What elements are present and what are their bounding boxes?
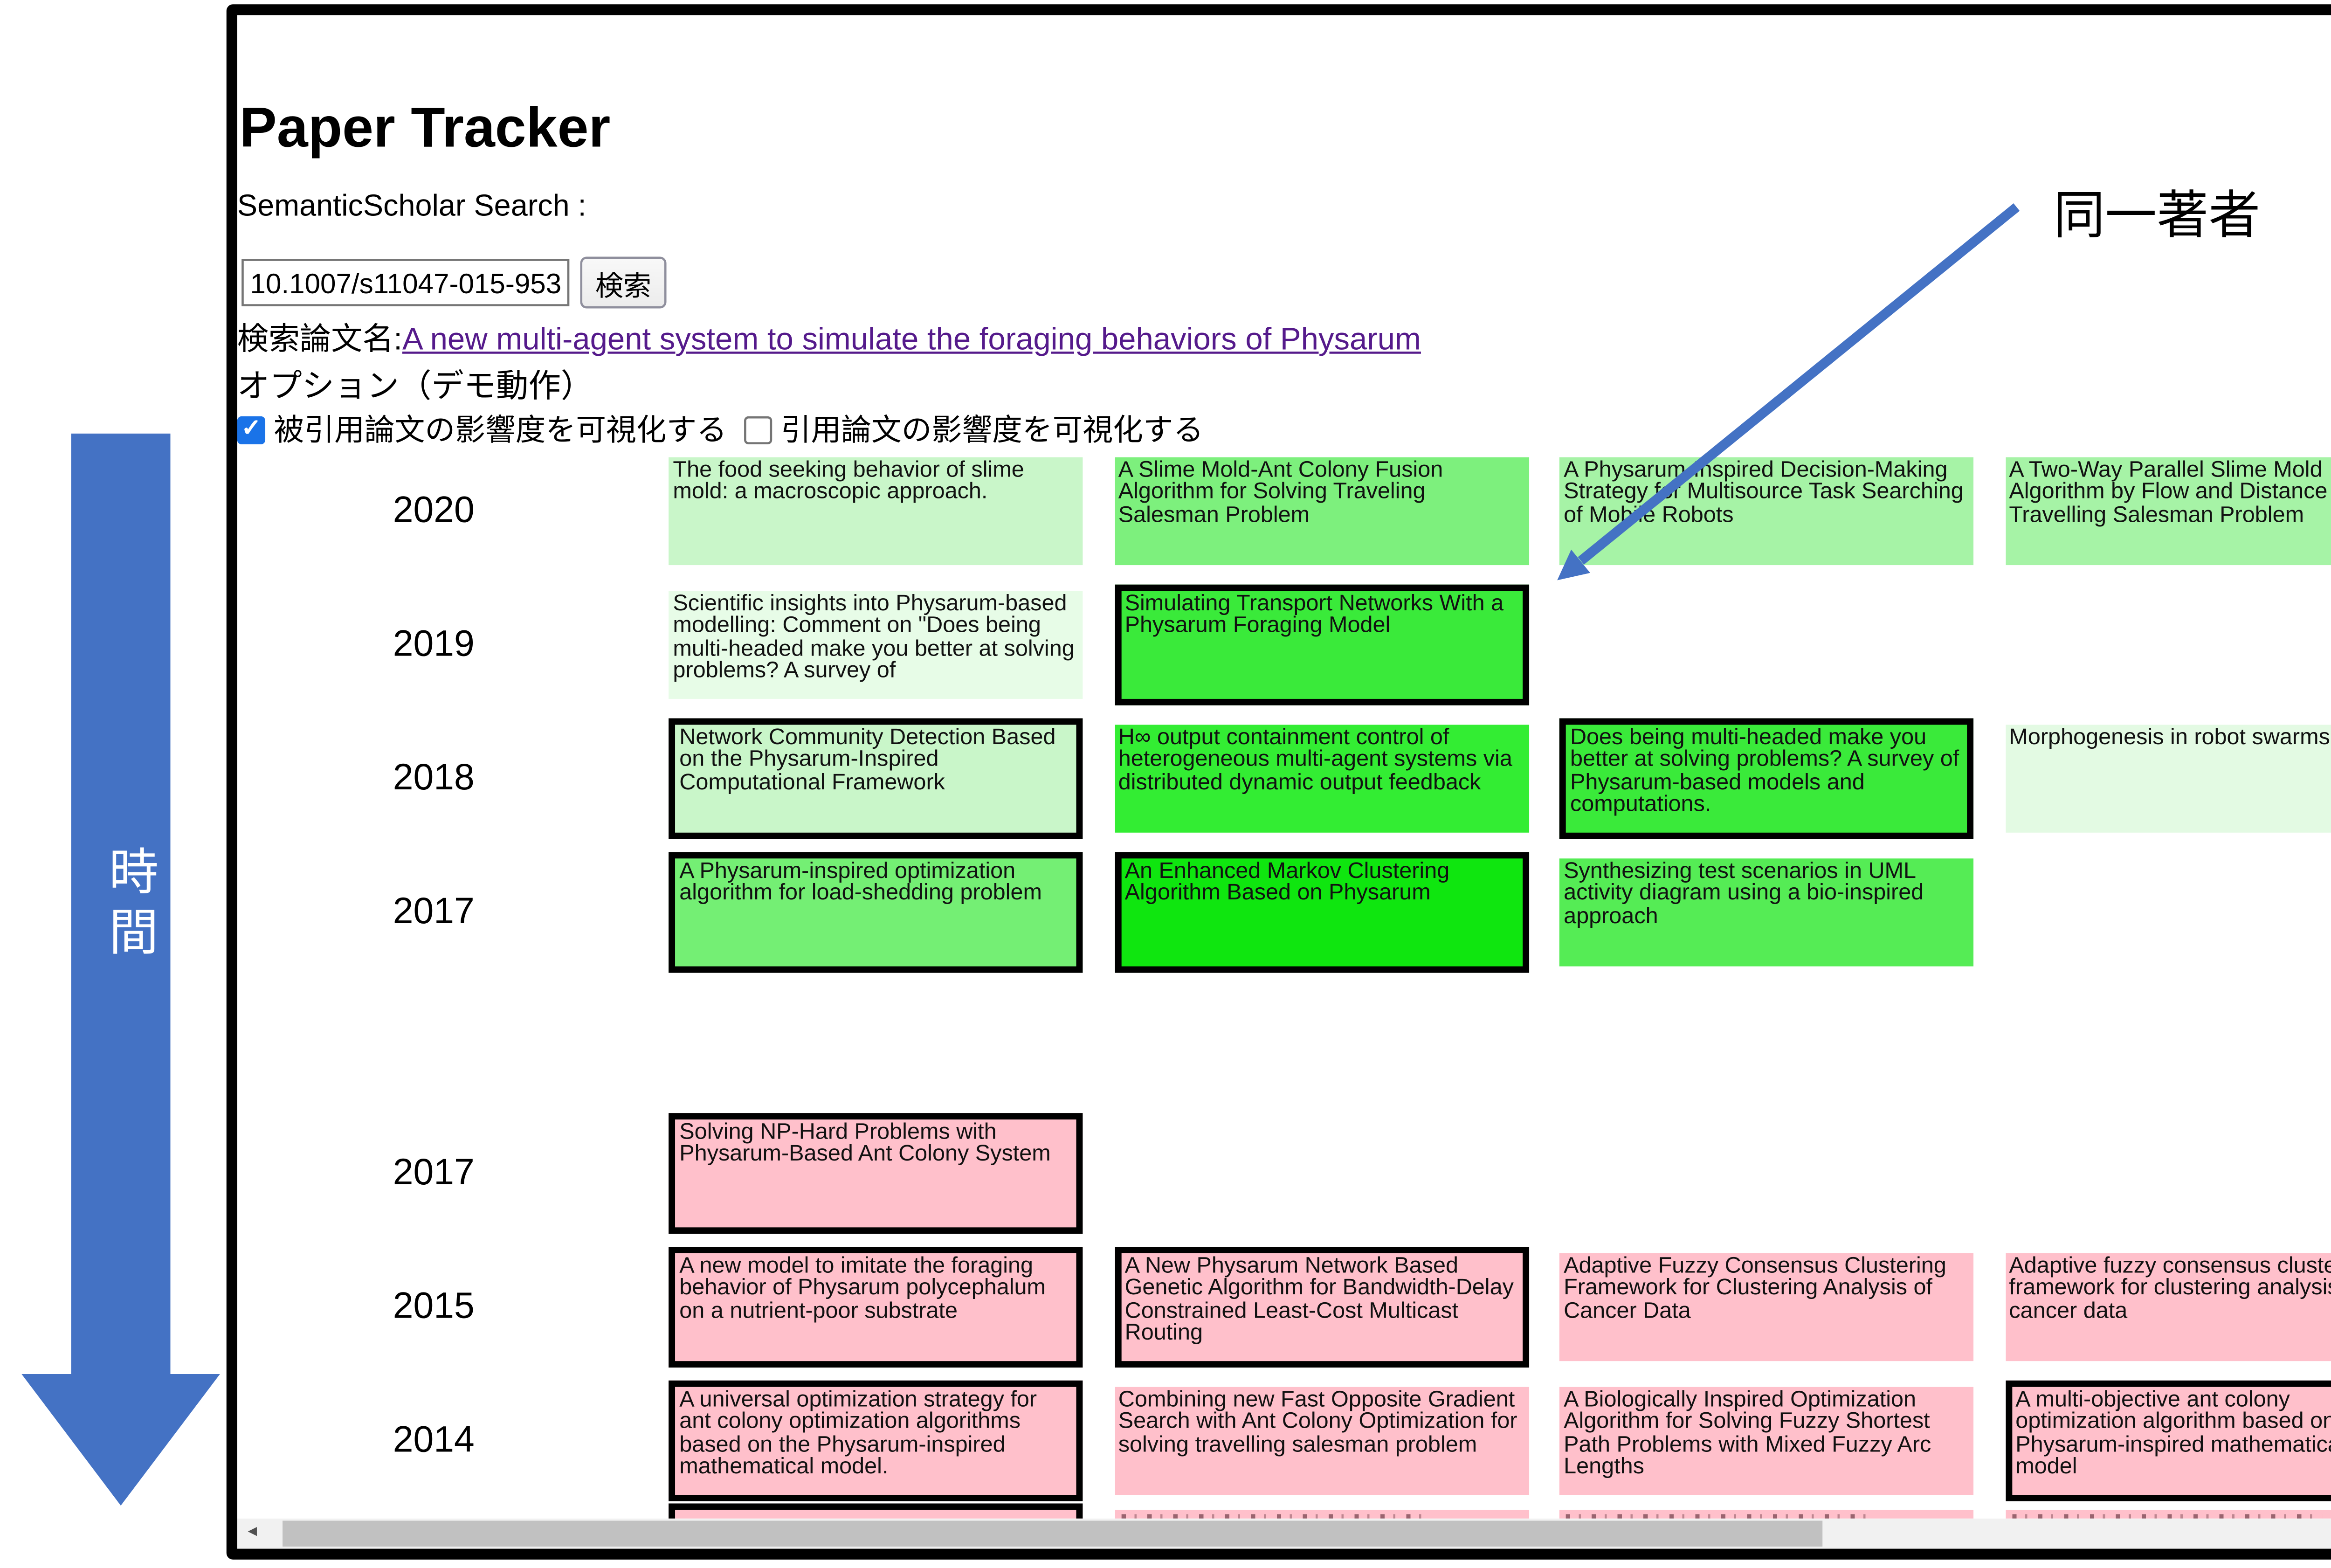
paper-box[interactable]: H∞ output containment control of heterog…	[1114, 725, 1528, 833]
paper-box[interactable]	[669, 1503, 1083, 1519]
paper-box[interactable]	[1559, 1510, 1974, 1519]
paper-box[interactable]: Synthesizing test scenarios in UML activ…	[1559, 858, 1974, 967]
paper-title: A Slime Mold-Ant Colony Fusion Algorithm…	[1118, 457, 1443, 528]
paper-box[interactable]	[2005, 1510, 2331, 1519]
paper-title: H∞ output containment control of heterog…	[1118, 725, 1512, 796]
paper-box[interactable]: A Physarum-inspired optimization algorit…	[669, 852, 1083, 973]
year-label: 2020	[393, 490, 475, 531]
search-bar: 検索	[241, 256, 667, 309]
paper-title: An Enhanced Markov Clustering Algorithm …	[1124, 858, 1450, 907]
paper-box[interactable]: Morphogenesis in robot swarms	[2005, 725, 2331, 833]
year-label: 2017	[393, 1152, 475, 1193]
paper-title: The food seeking behavior of slime mold:…	[673, 457, 1024, 506]
paper-box[interactable]: A New Physarum Network Based Genetic Alg…	[1114, 1247, 1528, 1368]
timeline-row-2020: 2020 The food seeking behavior of slime m…	[0, 457, 2331, 566]
timeline: 2020 The food seeking behavior of slime m…	[0, 457, 2331, 1519]
checkbox-cited-influence[interactable]: ✓	[237, 415, 266, 443]
checkbox-cited-influence-label: 被引用論文の影響度を可視化する	[274, 412, 727, 447]
timeline-row-2015: 2015 A new model to imitate the foraging …	[0, 1247, 2331, 1368]
checkbox-citing-influence[interactable]	[744, 415, 772, 443]
paper-box[interactable]: A Two-Way Parallel Slime Mold Algorithm …	[2005, 457, 2331, 566]
paper-box[interactable]: Combining new Fast Opposite Gradient Sea…	[1114, 1387, 1528, 1495]
horizontal-scroll-thumb[interactable]	[283, 1520, 1823, 1547]
paper-box[interactable]: Adaptive fuzzy consensus clustering fram…	[2005, 1253, 2331, 1361]
paper-title: A new model to imitate the foraging beha…	[679, 1253, 1046, 1324]
paper-box[interactable]: A Slime Mold-Ant Colony Fusion Algorithm…	[1114, 457, 1528, 566]
paper-box[interactable]: Adaptive Fuzzy Consensus Clustering Fram…	[1559, 1253, 1974, 1361]
year-label: 2014	[393, 1419, 475, 1461]
search-input[interactable]	[241, 259, 570, 306]
options-checkboxes: ✓ 被引用論文の影響度を可視化する 引用論文の影響度を可視化する	[237, 408, 1204, 451]
paper-title: A Biologically Inspired Optimization Alg…	[1564, 1387, 1931, 1480]
timeline-row-2017: 2017 A Physarum-inspired optimization alg…	[0, 852, 2331, 973]
paper-title: A Physarum-inspired optimization algorit…	[679, 858, 1042, 907]
paper-title: Simulating Transport Networks With a Phy…	[1124, 591, 1504, 640]
paper-title: A multi-objective ant colony optimizatio…	[2015, 1387, 2331, 1480]
paper-title: Combining new Fast Opposite Gradient Sea…	[1118, 1387, 1517, 1458]
result-paper-link[interactable]: A new multi-agent system to simulate the…	[402, 323, 1421, 358]
paper-title: A universal optimization strategy for an…	[679, 1387, 1037, 1480]
paper-box[interactable]: The food seeking behavior of slime mold:…	[669, 457, 1083, 566]
timeline-row-2018: 2018 Network Community Detection Based on…	[0, 718, 2331, 839]
timeline-row-2014: 2014 A universal optimization strategy fo…	[0, 1380, 2331, 1501]
paper-box[interactable]: A Biologically Inspired Optimization Alg…	[1559, 1387, 1974, 1495]
paper-title: Adaptive Fuzzy Consensus Clustering Fram…	[1564, 1253, 1946, 1324]
same-author-annotation: 同一著者	[2053, 187, 2261, 246]
year-label: 2018	[393, 757, 475, 798]
paper-box[interactable]: Scientific insights into Physarum-based …	[669, 591, 1083, 699]
paper-title: A Physarum-Inspired Decision-Making Stra…	[1564, 457, 1964, 528]
paper-title: Morphogenesis in robot swarms	[2009, 725, 2330, 751]
year-label: 2015	[393, 1285, 475, 1327]
paper-title: Does being multi-headed make you better …	[1570, 725, 1959, 818]
year-label: 2019	[393, 623, 475, 664]
paper-box[interactable]: An Enhanced Markov Clustering Algorithm …	[1114, 852, 1528, 973]
paper-box[interactable]: A multi-objective ant colony optimizatio…	[2005, 1380, 2331, 1501]
paper-box[interactable]: Network Community Detection Based on the…	[669, 718, 1083, 839]
paper-title: Synthesizing test scenarios in UML activ…	[1564, 858, 1924, 930]
paper-title: Network Community Detection Based on the…	[679, 725, 1056, 796]
paper-box[interactable]: A universal optimization strategy for an…	[669, 1380, 1083, 1501]
paper-title: A Two-Way Parallel Slime Mold Algorithm …	[2009, 457, 2331, 528]
paper-box[interactable]: Solving NP-Hard Problems with Physarum-B…	[669, 1113, 1083, 1234]
paper-title: Solving NP-Hard Problems with Physarum-B…	[679, 1119, 1051, 1168]
options-label: オプション（デモ動作）	[237, 369, 593, 406]
paper-title: Scientific insights into Physarum-based …	[673, 591, 1075, 684]
page-title: Paper Tracker	[239, 96, 611, 161]
search-button[interactable]: 検索	[580, 256, 667, 309]
timeline-row-partial	[0, 1503, 2331, 1519]
result-label: 検索論文名:	[237, 323, 402, 358]
paper-title: A New Physarum Network Based Genetic Alg…	[1124, 1253, 1514, 1347]
paper-box[interactable]: Does being multi-headed make you better …	[1559, 718, 1974, 839]
timeline-row-2019: 2019 Scientific insights into Physarum-ba…	[0, 584, 2331, 705]
paper-box[interactable]: A Physarum-Inspired Decision-Making Stra…	[1559, 457, 1974, 566]
timeline-row-2017: 2017 Solving NP-Hard Problems with Physar…	[0, 1113, 2331, 1234]
paper-box[interactable]: A new model to imitate the foraging beha…	[669, 1247, 1083, 1368]
paper-box[interactable]	[1114, 1510, 1528, 1519]
search-result-row: 検索論文名:A new multi-agent system to simula…	[237, 315, 1421, 360]
checkbox-citing-influence-label: 引用論文の影響度を可視化する	[780, 412, 1204, 447]
paper-title: Adaptive fuzzy consensus clustering fram…	[2009, 1253, 2331, 1324]
paper-box[interactable]: Simulating Transport Networks With a Phy…	[1114, 584, 1528, 705]
horizontal-scrollbar[interactable]: ◄ ►	[237, 1518, 2331, 1549]
year-label: 2017	[393, 891, 475, 932]
time-axis-annotation: 時間	[101, 845, 158, 967]
search-label: SemanticScholar Search :	[237, 187, 586, 222]
scroll-left-icon[interactable]: ◄	[245, 1525, 260, 1540]
